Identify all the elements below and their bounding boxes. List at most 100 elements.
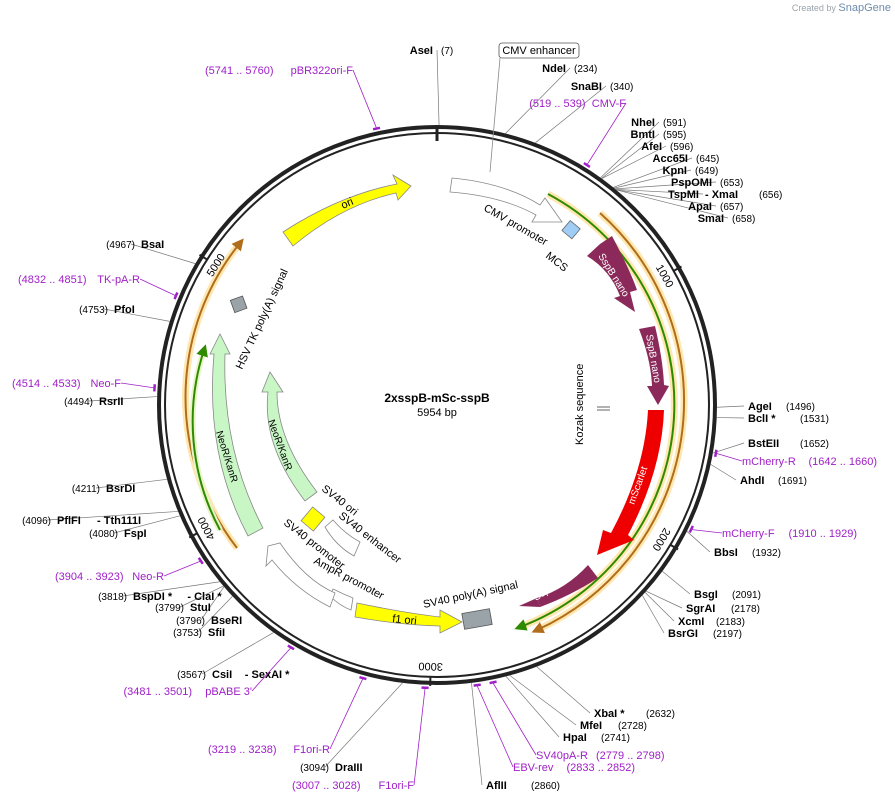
site-name: FspI bbox=[124, 528, 147, 540]
primer[interactable]: CMV-F(519 .. 539) bbox=[529, 98, 626, 110]
site-leader bbox=[436, 49, 440, 126]
site-leader bbox=[645, 590, 683, 609]
site-position: (653) bbox=[720, 178, 743, 189]
feature-f1-ori[interactable] bbox=[354, 602, 463, 634]
primer[interactable]: Neo-R(3904 .. 3923) bbox=[55, 571, 164, 583]
restriction-site[interactable]: (4211)BsrDI bbox=[72, 483, 136, 495]
restriction-site[interactable]: (4967)BsaI bbox=[106, 239, 164, 251]
feature-sv40-enhancer[interactable] bbox=[324, 519, 361, 557]
restriction-site[interactable]: HpaI(2741) bbox=[563, 732, 630, 744]
restriction-site[interactable]: BsgI(2091) bbox=[694, 589, 761, 601]
primer[interactable]: mCherry-R(1642 .. 1660) bbox=[742, 456, 877, 468]
restriction-site[interactable]: BbsI(1932) bbox=[714, 547, 781, 559]
site-name: BmtI bbox=[631, 129, 655, 141]
feature-sv40-promoter[interactable] bbox=[265, 542, 336, 608]
primer[interactable]: pBABE 3'(3481 .. 3501) bbox=[124, 686, 253, 698]
feature-sspb-nano-2[interactable] bbox=[639, 326, 669, 405]
site-name: BstEII bbox=[748, 438, 779, 450]
site-position: (657) bbox=[720, 202, 743, 213]
primer[interactable]: F1ori-F(3007 .. 3028) bbox=[292, 780, 414, 792]
restriction-site[interactable]: AflII(2860) bbox=[486, 780, 560, 792]
restriction-site[interactable]: AfeI(596) bbox=[641, 141, 693, 153]
feature-sspb-nano-3[interactable] bbox=[537, 565, 598, 607]
feature-sv40-ori[interactable] bbox=[300, 506, 326, 532]
site-name: StuI bbox=[190, 602, 211, 614]
restriction-site[interactable]: (3796)BseRI bbox=[176, 615, 242, 627]
restriction-site[interactable]: (4753)PfoI bbox=[79, 304, 135, 316]
restriction-site[interactable]: ApaI(657) bbox=[688, 201, 743, 213]
primer-leader bbox=[139, 278, 176, 296]
site-name: AgeI bbox=[748, 401, 772, 413]
restriction-site[interactable]: PspOMI(653) bbox=[671, 177, 743, 189]
restriction-site[interactable]: AseI(7) bbox=[410, 45, 453, 57]
restriction-site[interactable]: (4096)PflFI- Tth111I bbox=[22, 515, 141, 527]
primer[interactable]: TK-pA-R(4832 .. 4851) bbox=[18, 274, 140, 286]
site-name: TspMI bbox=[668, 189, 699, 201]
feature-ori-label: ori bbox=[339, 196, 355, 212]
restriction-site[interactable]: Acc65I(645) bbox=[653, 153, 720, 165]
site-name: SmaI bbox=[698, 213, 724, 225]
restriction-site[interactable]: NheI(591) bbox=[631, 117, 686, 129]
feature-mscarlet[interactable] bbox=[597, 410, 664, 555]
primer-leader bbox=[413, 688, 426, 786]
feature-hsv-tk-polya[interactable] bbox=[229, 295, 248, 314]
site-position: (1691) bbox=[778, 476, 807, 487]
feature-ampr-promoter[interactable] bbox=[329, 588, 354, 611]
restriction-site[interactable]: BstEII(1652) bbox=[748, 438, 829, 450]
primer[interactable]: mCherry-F(1910 .. 1929) bbox=[722, 528, 857, 540]
restriction-site[interactable]: MfeI(2728) bbox=[580, 720, 647, 732]
feature-cmv-enhancer-box[interactable] bbox=[498, 42, 580, 59]
feature-sspb-nano-1[interactable] bbox=[587, 236, 637, 312]
site-name: Acc65I bbox=[653, 153, 688, 165]
site-name: HpaI bbox=[563, 732, 587, 744]
feature-neor-outer[interactable] bbox=[209, 333, 264, 537]
restriction-site[interactable]: SmaI(658) bbox=[698, 213, 756, 225]
feature-mcs[interactable] bbox=[561, 219, 581, 240]
site-position: (340) bbox=[610, 82, 633, 93]
site-position: (2091) bbox=[732, 590, 761, 601]
primer-name: pBR322ori-F bbox=[291, 65, 354, 77]
site-position: (4753) bbox=[79, 305, 108, 316]
primer[interactable]: F1ori-R(3219 .. 3238) bbox=[208, 744, 330, 756]
restriction-site[interactable]: BmtI(595) bbox=[631, 129, 687, 141]
site-name: AflII bbox=[486, 780, 507, 792]
restriction-site[interactable]: KpnI(649) bbox=[663, 165, 719, 177]
site-leader bbox=[686, 531, 711, 553]
restriction-site[interactable]: (3567)CsiI- SexAI * bbox=[177, 669, 290, 681]
feature-cmv-promoter[interactable] bbox=[449, 177, 563, 223]
restriction-site[interactable]: (3753)SfiI bbox=[173, 627, 225, 639]
site-leader bbox=[200, 586, 225, 621]
site-position: (3796) bbox=[176, 616, 205, 627]
restriction-site[interactable]: (4494)RsrII bbox=[64, 396, 123, 408]
primer[interactable]: pBR322ori-F(5741 .. 5760) bbox=[205, 65, 353, 77]
restriction-site[interactable]: NdeI(234) bbox=[542, 63, 597, 75]
restriction-site[interactable]: XbaI *(2632) bbox=[594, 708, 675, 720]
restriction-site[interactable]: (3799)StuI bbox=[155, 602, 211, 614]
restriction-site[interactable]: (3094)DraIII bbox=[300, 762, 362, 774]
restriction-site[interactable]: BsrGI(2197) bbox=[668, 628, 742, 640]
primer-range: (1642 .. 1660) bbox=[809, 456, 878, 468]
restriction-site[interactable]: (4080)FspI bbox=[89, 528, 147, 540]
site-position: (2197) bbox=[713, 629, 742, 640]
feature-neor-inner[interactable] bbox=[261, 371, 318, 502]
primer[interactable]: Neo-F(4514 .. 4533) bbox=[12, 378, 121, 390]
primer-name: pBABE 3' bbox=[205, 686, 252, 698]
feature-ori[interactable] bbox=[282, 173, 412, 247]
primer-mark bbox=[287, 644, 295, 651]
site-leader bbox=[716, 405, 745, 408]
feature-sv40-polya[interactable] bbox=[461, 608, 493, 630]
restriction-site[interactable]: XcmI(2183) bbox=[678, 616, 745, 628]
site-position: (596) bbox=[670, 142, 693, 153]
restriction-site[interactable]: AhdI(1691) bbox=[740, 475, 807, 487]
restriction-site[interactable]: (3818)BspDI *- ClaI * bbox=[98, 591, 222, 603]
restriction-site[interactable]: TspMI(656)- XmaI bbox=[668, 189, 782, 201]
primer[interactable]: SV40pA-R(2779 .. 2798) bbox=[536, 750, 665, 762]
restriction-site[interactable]: SnaBI(340) bbox=[571, 81, 634, 93]
restriction-site[interactable]: SgrAI(2178) bbox=[686, 603, 760, 615]
restriction-site[interactable]: BclI *(1531) bbox=[748, 413, 829, 425]
restriction-site[interactable]: AgeI(1496) bbox=[748, 401, 815, 413]
primer[interactable]: EBV-rev(2833 .. 2852) bbox=[513, 762, 635, 774]
scale-tick-label: 3000 bbox=[418, 660, 443, 673]
site-name: RsrII bbox=[99, 396, 123, 408]
plasmid-name: 2xsspB-mSc-sspB bbox=[384, 391, 490, 405]
